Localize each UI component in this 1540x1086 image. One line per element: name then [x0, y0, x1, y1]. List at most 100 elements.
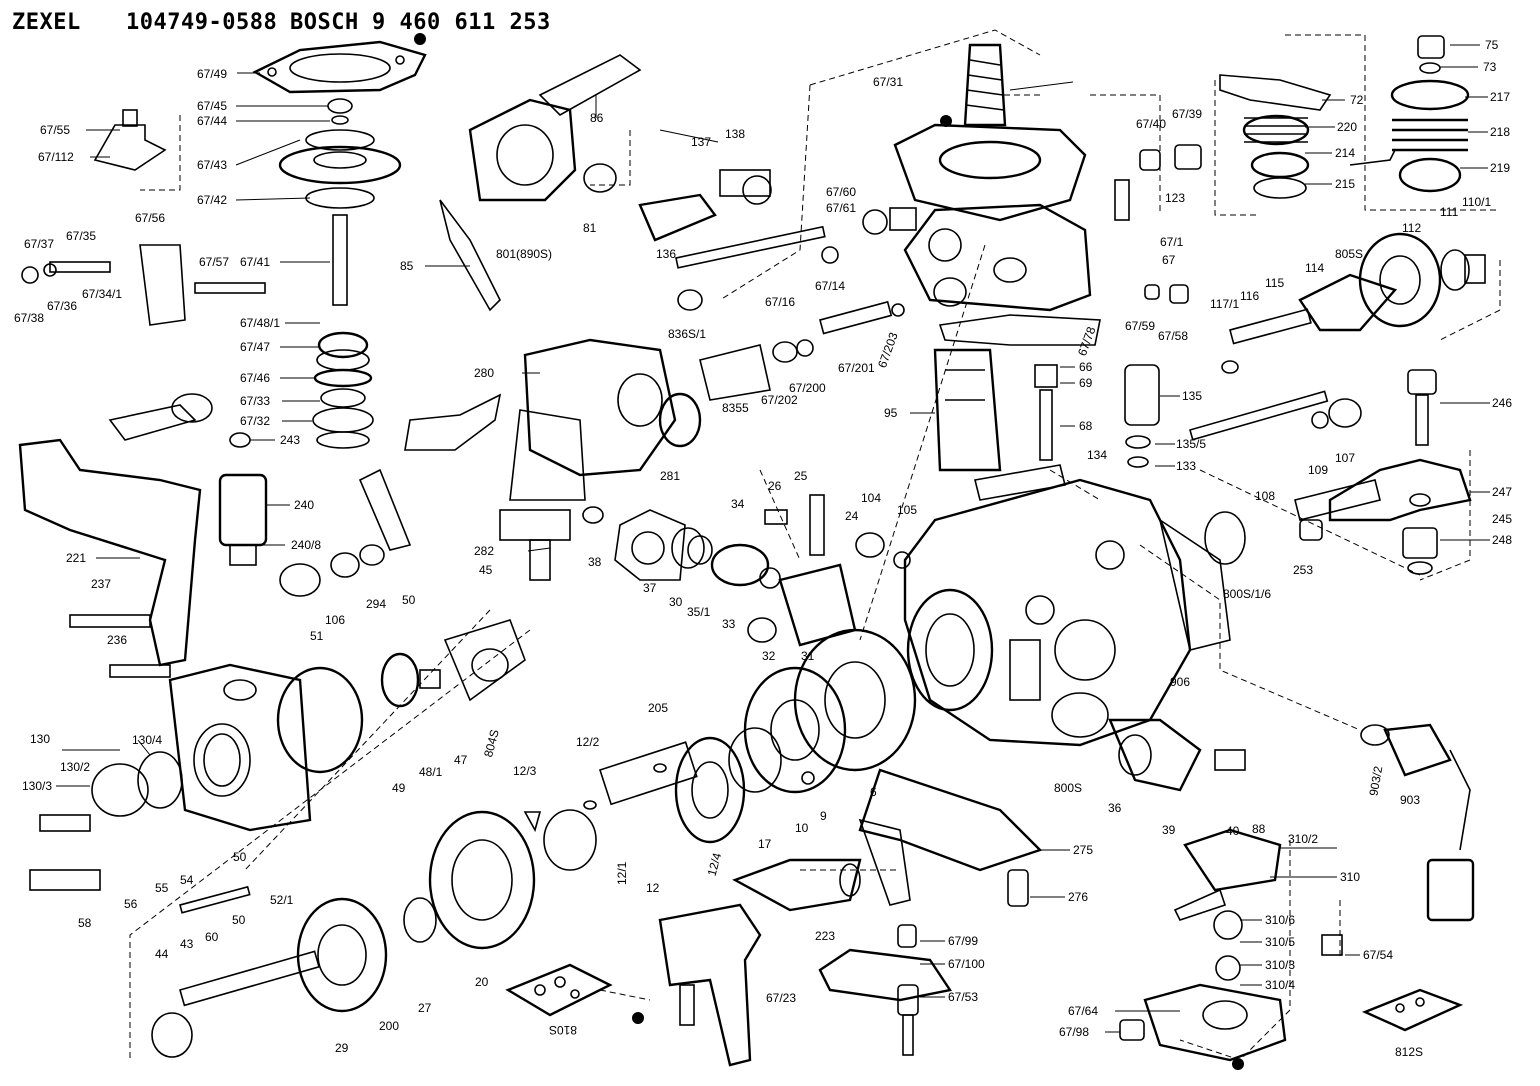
callout-108: 108 — [1255, 489, 1275, 503]
callout-67-33: 67/33 — [240, 394, 270, 408]
callout-137: 137 — [691, 135, 711, 149]
header-maker: ZEXEL — [12, 10, 81, 35]
callout-219: 219 — [1490, 161, 1510, 175]
right-cover-assembly — [1189, 232, 1486, 575]
sensor-and-plates — [858, 718, 1475, 1062]
callout-280: 280 — [474, 366, 494, 380]
callout-67-39: 67/39 — [1172, 107, 1202, 121]
callout-47: 47 — [454, 753, 468, 767]
callout-117-1: 117/1 — [1210, 297, 1239, 311]
callout-109: 109 — [1308, 463, 1328, 477]
callout-75: 75 — [1485, 38, 1499, 52]
callout-218: 218 — [1490, 125, 1510, 139]
callout-67-203: 67/203 — [875, 330, 901, 370]
callout-836s-1: 836S/1 — [668, 327, 706, 341]
callout-236: 236 — [107, 633, 127, 647]
callout-51: 51 — [310, 629, 324, 643]
callout-86: 86 — [590, 111, 604, 125]
callout-810s: 810S — [549, 1023, 577, 1037]
callout-804s: 804S — [481, 728, 502, 759]
reference-dot-top — [414, 33, 426, 45]
reference-dot-plate — [1232, 1058, 1244, 1070]
callout-12: 12 — [646, 881, 660, 895]
callout-67-42: 67/42 — [197, 193, 227, 207]
callout-33: 33 — [722, 617, 736, 631]
callout-801-890s: 801(890S) — [496, 247, 552, 261]
callout-133: 133 — [1176, 459, 1196, 473]
callout-9: 9 — [820, 809, 827, 823]
callout-81: 81 — [583, 221, 597, 235]
callout-247: 247 — [1492, 485, 1512, 499]
callout-67-53: 67/53 — [948, 990, 978, 1004]
callout-67-60: 67/60 — [826, 185, 856, 199]
callout-310-4: 310/4 — [1265, 978, 1295, 992]
callout-58: 58 — [78, 916, 92, 930]
leader-lines — [56, 44, 1490, 1033]
callout-52-1: 52/1 — [270, 893, 294, 907]
callout-37: 37 — [643, 581, 657, 595]
hydraulic-head — [862, 43, 1202, 501]
callout-68: 68 — [1079, 419, 1093, 433]
callout-130-2: 130/2 — [60, 760, 90, 774]
callout-40: 40 — [1226, 824, 1240, 838]
callout-805s: 805S — [1335, 247, 1363, 261]
callout-800s: 800S — [1054, 781, 1082, 795]
callout-67-99: 67/99 — [948, 934, 978, 948]
callout-245: 245 — [1492, 512, 1512, 526]
callout-20: 20 — [475, 975, 489, 989]
callout-130-4: 130/4 — [132, 733, 162, 747]
callout-67-44: 67/44 — [197, 114, 227, 128]
callout-67-41: 67/41 — [240, 255, 270, 269]
callout-276: 276 — [1068, 890, 1088, 904]
callout-112: 112 — [1402, 221, 1421, 235]
callout-67-54: 67/54 — [1363, 948, 1393, 962]
callout-50-b: 50 — [233, 850, 247, 864]
callout-67-36: 67/36 — [47, 299, 77, 313]
callout-67-201: 67/201 — [838, 361, 875, 375]
callout-903-2: 903/2 — [1366, 765, 1385, 797]
callout-67-48-1: 67/48/1 — [240, 316, 280, 330]
callout-135-5: 135/5 — [1176, 437, 1206, 451]
callout-67-43: 67/43 — [197, 158, 227, 172]
callout-253: 253 — [1293, 563, 1313, 577]
header-brand: BOSCH — [290, 10, 359, 35]
callout-220: 220 — [1337, 120, 1357, 134]
callout-67-200: 67/200 — [789, 381, 826, 395]
callout-36: 36 — [1108, 801, 1122, 815]
callout-44: 44 — [155, 947, 169, 961]
callout-48-1: 48/1 — [419, 765, 443, 779]
callout-67-37: 67/37 — [24, 237, 54, 251]
callout-106: 106 — [325, 613, 345, 627]
callout-67-1: 67/1 — [1160, 235, 1184, 249]
callout-72: 72 — [1350, 93, 1364, 107]
callout-130-3: 130/3 — [22, 779, 52, 793]
callout-10: 10 — [795, 821, 809, 835]
callout-223: 223 — [815, 929, 835, 943]
callout-30: 30 — [669, 595, 683, 609]
callout-67-61: 67/61 — [826, 201, 856, 215]
callout-labels: 67/49 67/45 67/44 67/55 67/112 67/43 67/… — [14, 38, 1512, 1059]
callout-217: 217 — [1490, 90, 1510, 104]
callout-12-3: 12/3 — [513, 764, 537, 778]
callout-35-1: 35/1 — [687, 605, 711, 619]
callout-67-34-1: 67/34/1 — [82, 287, 122, 301]
header-part-number: 104749-0588 — [126, 10, 278, 35]
callout-12-1: 12/1 — [615, 861, 629, 885]
callout-54: 54 — [180, 873, 194, 887]
callout-275: 275 — [1073, 843, 1093, 857]
callout-281: 281 — [660, 469, 680, 483]
callout-104: 104 — [861, 491, 881, 505]
callout-69: 69 — [1079, 376, 1093, 390]
callout-26: 26 — [768, 479, 782, 493]
pump-housing — [903, 478, 1246, 747]
callout-115: 115 — [1265, 276, 1284, 290]
callout-67-58: 67/58 — [1158, 329, 1188, 343]
callout-110-1: 110/1 — [1462, 195, 1491, 209]
callout-67-56: 67/56 — [135, 211, 165, 225]
callout-56: 56 — [124, 897, 138, 911]
callout-24: 24 — [845, 509, 859, 523]
callout-67-57: 67/57 — [199, 255, 229, 269]
callout-67-64: 67/64 — [1068, 1004, 1098, 1018]
callout-50-c: 50 — [232, 913, 246, 927]
reference-dot-head — [940, 115, 952, 127]
